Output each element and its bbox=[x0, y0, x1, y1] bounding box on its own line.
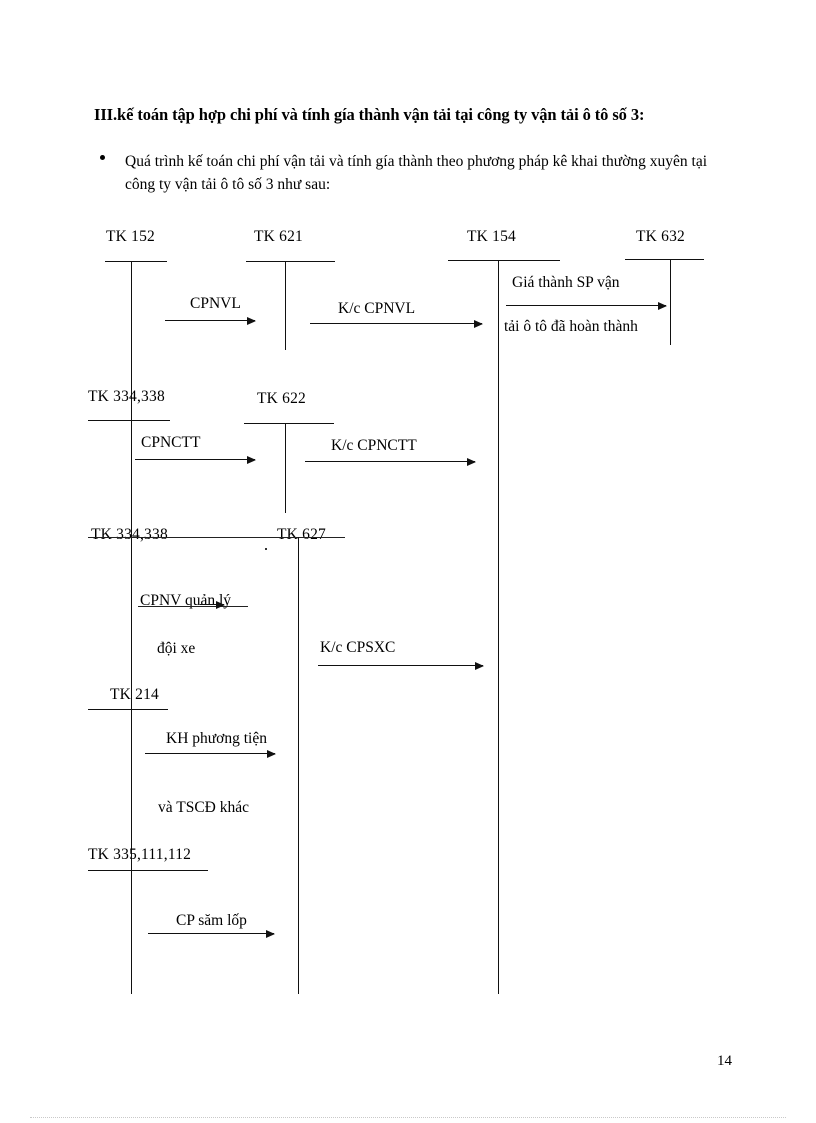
intro-bullet-text: Quá trình kế toán chi phí vận tải và tín… bbox=[125, 153, 708, 193]
strike-line-row3-headers bbox=[88, 537, 345, 538]
account-label-tk214: TK 214 bbox=[110, 686, 159, 703]
flow-label-gia-thanh-line1: Giá thành SP vận bbox=[512, 274, 620, 291]
account-label-tk152: TK 152 bbox=[106, 228, 155, 245]
flow-label-doi-xe: đội xe bbox=[157, 640, 196, 657]
t-account-bar-tk622 bbox=[244, 423, 334, 424]
flow-arrow-gia-thanh bbox=[506, 301, 667, 310]
t-account-bar-tk335111112 bbox=[88, 870, 208, 871]
intro-bullet-item: Quá trình kế toán chi phí vận tải và tín… bbox=[100, 151, 728, 197]
t-account-bar-tk334338-a bbox=[88, 420, 170, 421]
t-account-bar-tk154-right bbox=[498, 260, 560, 261]
flow-label-kc-cpnctt: K/c CPNCTT bbox=[331, 437, 417, 454]
flow-label-kc-cpnvl: K/c CPNVL bbox=[338, 300, 416, 317]
flow-arrow-cpnv-quanly bbox=[200, 600, 225, 609]
flow-arrow-kh-phuongtien bbox=[145, 749, 276, 758]
account-label-tk632: TK 632 bbox=[636, 228, 685, 245]
t-account-bar-tk152 bbox=[105, 261, 167, 262]
flow-label-kh-phuongtien: KH phương tiện bbox=[166, 730, 267, 747]
account-label-tk334338-b: TK 334,338 bbox=[91, 526, 168, 543]
t-account-stem-tk622 bbox=[285, 423, 286, 513]
t-account-bar-tk154-left bbox=[448, 260, 503, 261]
flow-label-cp-sam-lop: CP săm lốp bbox=[176, 912, 247, 929]
flow-arrow-cpnvl bbox=[165, 316, 256, 325]
t-account-stem-tk632 bbox=[670, 259, 671, 345]
page-bottom-divider bbox=[30, 1117, 786, 1118]
account-label-tk621: TK 621 bbox=[254, 228, 303, 245]
t-account-stem-tk621 bbox=[285, 261, 286, 350]
t-account-stem-tk154 bbox=[498, 260, 499, 994]
t-account-bar-tk621 bbox=[246, 261, 335, 262]
flow-label-cpnvl: CPNVL bbox=[190, 295, 241, 312]
flow-label-cpnctt: CPNCTT bbox=[141, 434, 201, 451]
flow-arrow-kc-cpnctt bbox=[305, 457, 476, 466]
flow-arrow-cp-sam-lop bbox=[148, 929, 275, 938]
bullet-dot-icon bbox=[100, 155, 105, 160]
account-label-tk335111112: TK 335,111,112 bbox=[88, 846, 192, 863]
flow-arrow-kc-cpsxc bbox=[318, 661, 484, 670]
t-account-bar-tk632-right bbox=[670, 259, 704, 260]
account-label-tk627: TK 627 bbox=[277, 526, 326, 543]
t-account-stem-tk627 bbox=[298, 537, 299, 994]
t-account-bar-tk632-left bbox=[625, 259, 670, 260]
flow-arrow-cpnctt bbox=[135, 455, 256, 464]
t-account-bar-tk214 bbox=[88, 709, 168, 710]
stray-ink-dot bbox=[265, 548, 267, 550]
flow-label-va-tscd-khac: và TSCĐ khác bbox=[158, 799, 249, 816]
account-label-tk334338-a: TK 334,338 bbox=[88, 388, 165, 405]
page-number: 14 bbox=[717, 1053, 732, 1069]
flow-label-kc-cpsxc: K/c CPSXC bbox=[320, 639, 396, 656]
t-account-stem-tk152 bbox=[131, 261, 132, 994]
page-title: III.kế toán tập hợp chi phí và tính gía … bbox=[94, 105, 645, 124]
flow-label-gia-thanh-line2: tải ô tô đã hoàn thành bbox=[504, 318, 638, 335]
account-label-tk154: TK 154 bbox=[467, 228, 516, 245]
account-label-tk622: TK 622 bbox=[257, 390, 306, 407]
strike-line-cpnv-quanly bbox=[138, 606, 248, 607]
flow-arrow-kc-cpnvl bbox=[310, 319, 483, 328]
